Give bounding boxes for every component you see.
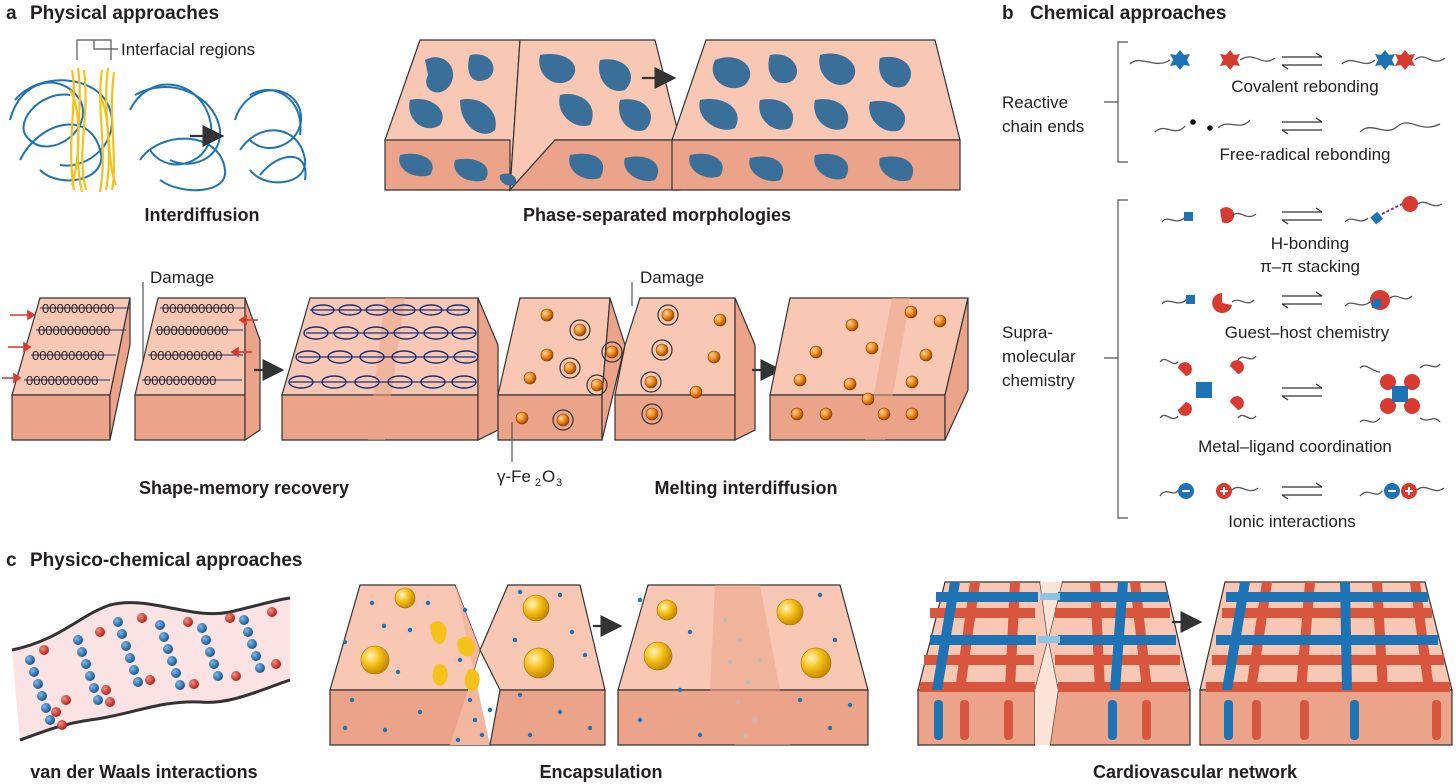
svg-text:0000000000: 0000000000 [38, 323, 110, 338]
h-bonding-diagram [1162, 196, 1442, 224]
free-radical-label: Free-radical rebonding [1219, 145, 1390, 164]
phase-separated-healed-block [672, 40, 960, 190]
svg-text:0000000000: 0000000000 [144, 373, 216, 388]
supra-label-1: Supra- [1002, 323, 1053, 342]
reactive-bracket [1104, 42, 1128, 162]
vdw-ribbon [12, 598, 290, 740]
pi-stacking-label: π–π stacking [1260, 257, 1360, 276]
interfacial-pointer [77, 40, 118, 60]
supra-label-2: molecular [1002, 347, 1076, 366]
guest-host-diagram [1162, 290, 1412, 313]
panel-a-title: Physical approaches [30, 3, 219, 24]
interdiffusion-left-network [10, 68, 225, 192]
reactive-label-2: chain ends [1002, 117, 1084, 136]
panel-a-letter: a [6, 3, 17, 24]
h-bonding-label: H-bonding [1271, 234, 1349, 253]
covalent-rebonding-diagram [1130, 50, 1445, 70]
shape-memory-broken-block: 0000000000 0000000000 0000000000 0000000… [2, 298, 260, 440]
supra-bracket [1104, 200, 1128, 518]
fe2o3-label: γ-Fe 2 O 3 [497, 467, 562, 489]
panel-b-title: Chemical approaches [1030, 3, 1226, 24]
svg-text:2: 2 [535, 477, 541, 489]
melting-broken-block [498, 298, 755, 440]
supra-label-3: chemistry [1002, 371, 1075, 390]
svg-text:O: O [542, 467, 555, 486]
phase-separated-caption: Phase-separated morphologies [523, 205, 791, 225]
svg-text:0000000000: 0000000000 [150, 348, 222, 363]
encapsulation-healed-block [618, 585, 868, 745]
cardio-caption: Cardiovascular network [1093, 762, 1298, 782]
damage-1-label: Damage [150, 268, 214, 287]
panel-b-letter: b [1002, 3, 1014, 24]
interdiffusion-right-network [235, 90, 306, 182]
svg-text:0000000000: 0000000000 [32, 348, 104, 363]
svg-text:0000000000: 0000000000 [42, 301, 114, 316]
shape-memory-healed-block [282, 298, 498, 440]
ionic-diagram [1160, 483, 1444, 499]
panel-c-title: Physico-chemical approaches [30, 550, 302, 571]
melting-caption: Melting interdiffusion [655, 478, 838, 498]
svg-text:3: 3 [556, 477, 562, 489]
vdw-caption: van der Waals interactions [30, 762, 257, 782]
interfacial-label: Interfacial regions [121, 40, 255, 59]
svg-text:0000000000: 0000000000 [26, 373, 98, 388]
guest-host-label: Guest–host chemistry [1225, 323, 1390, 342]
free-radical-diagram [1155, 118, 1440, 134]
encapsulation-caption: Encapsulation [539, 762, 662, 782]
svg-text:γ-Fe: γ-Fe [497, 467, 531, 486]
panel-c-letter: c [6, 550, 17, 571]
shape-memory-caption: Shape-memory recovery [139, 478, 349, 498]
metal-ligand-diagram [1160, 356, 1440, 422]
covalent-label: Covalent rebonding [1231, 77, 1378, 96]
phase-separated-broken-block [385, 40, 680, 190]
svg-text:0000000000: 0000000000 [156, 323, 228, 338]
svg-text:0000000000: 0000000000 [162, 301, 234, 316]
metal-ligand-label: Metal–ligand coordination [1198, 437, 1392, 456]
interdiffusion-caption: Interdiffusion [145, 205, 260, 225]
ionic-label: Ionic interactions [1228, 512, 1356, 531]
melting-healed-block [770, 298, 968, 440]
encapsulation-broken-block [330, 585, 605, 745]
reactive-label-1: Reactive [1002, 93, 1068, 112]
cardio-broken-block [918, 582, 1190, 745]
cardio-healed-block [1200, 582, 1452, 745]
damage-2-label: Damage [640, 268, 704, 287]
